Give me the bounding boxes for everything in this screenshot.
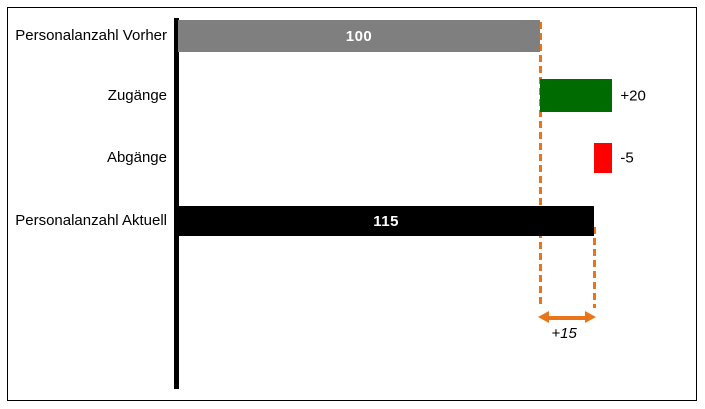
arrow-shaft — [547, 315, 588, 320]
category-label-abgaenge: Abgänge — [106, 149, 167, 166]
bar-value-label-abgaenge: -5 — [620, 149, 634, 167]
category-label-zugaenge: Zugänge — [107, 86, 167, 104]
difference-double-arrow — [538, 311, 597, 324]
bar-personalanzahl-aktuell: 115 — [178, 206, 595, 236]
drop-line-from-aktuell — [592, 227, 596, 308]
bar-personalanzahl-vorher: 100 — [178, 20, 540, 52]
bar-zugaenge — [540, 79, 613, 112]
arrow-head-left-icon — [538, 311, 549, 323]
difference-label: +15 — [551, 325, 577, 342]
bar-value-label-vorher: 100 — [345, 27, 373, 45]
chart-border-frame — [7, 7, 697, 401]
category-label-personalanzahl-aktuell: Personalanzahl Aktuell — [15, 212, 167, 229]
arrow-head-right-icon — [585, 311, 597, 323]
bar-value-label-zugaenge: +20 — [620, 87, 646, 104]
drop-line-from-vorher — [538, 22, 542, 308]
category-axis-line — [174, 18, 179, 389]
category-label-personalanzahl-vorher: Personalanzahl Vorher — [15, 27, 167, 44]
bar-abgaenge — [594, 143, 613, 173]
bar-value-label-aktuell: 115 — [373, 212, 399, 230]
